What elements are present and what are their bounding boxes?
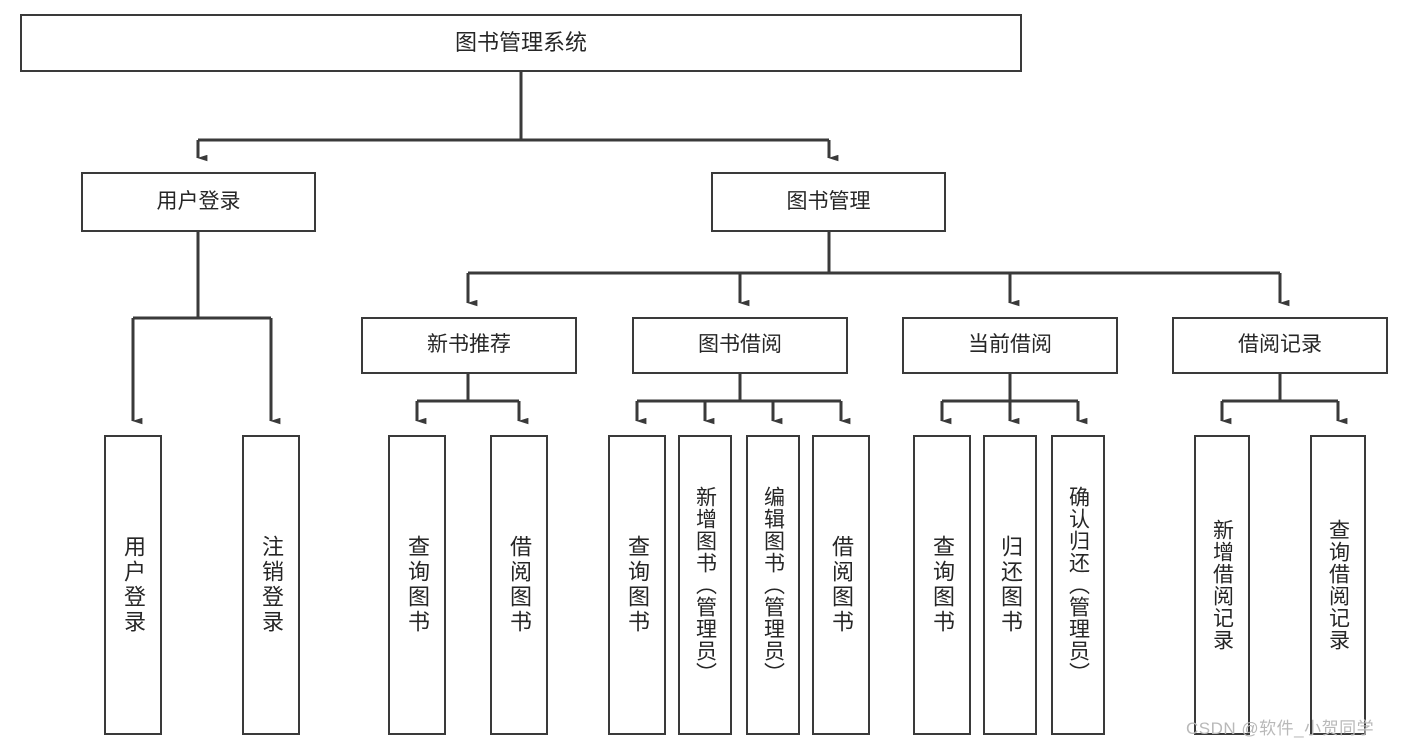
node-leaf-query-book-new[interactable]: 查询图书	[388, 435, 446, 735]
node-user-login[interactable]: 用户登录	[81, 172, 316, 232]
node-book-management[interactable]: 图书管理	[711, 172, 946, 232]
node-current-borrowing[interactable]: 当前借阅	[902, 317, 1118, 374]
node-leaf-add-borrow-record[interactable]: 新增借阅记录	[1194, 435, 1250, 735]
node-leaf-query-book-borrow[interactable]: 查询图书	[608, 435, 666, 735]
node-leaf-confirm-return-admin[interactable]: 确认归还（管理员）	[1051, 435, 1105, 735]
node-leaf-query-book-current[interactable]: 查询图书	[913, 435, 971, 735]
node-root-book-management-system[interactable]: 图书管理系统	[20, 14, 1022, 72]
node-leaf-logout[interactable]: 注销登录	[242, 435, 300, 735]
node-label: 借阅图书	[507, 535, 532, 635]
csdn-watermark: CSDN @软件_小贺同学	[1186, 719, 1375, 738]
node-book-borrowing[interactable]: 图书借阅	[632, 317, 848, 374]
node-borrowing-records[interactable]: 借阅记录	[1172, 317, 1388, 374]
node-leaf-return-book[interactable]: 归还图书	[983, 435, 1037, 735]
node-label: 新书推荐	[427, 333, 511, 357]
node-label: 新增图书（管理员）	[693, 486, 717, 684]
node-label: 查询图书	[405, 535, 430, 635]
node-label: 注销登录	[259, 535, 284, 635]
node-label: 归还图书	[998, 535, 1023, 635]
node-label: 当前借阅	[968, 333, 1052, 357]
node-leaf-query-borrow-record[interactable]: 查询借阅记录	[1310, 435, 1366, 735]
node-label: 借阅图书	[829, 535, 854, 635]
node-leaf-add-book-admin[interactable]: 新增图书（管理员）	[678, 435, 732, 735]
node-label: 图书管理	[786, 189, 871, 213]
node-label: 新增借阅记录	[1210, 519, 1234, 651]
node-label: 用户登录	[156, 189, 241, 213]
node-leaf-borrow-book-new[interactable]: 借阅图书	[490, 435, 548, 735]
node-leaf-borrow-book[interactable]: 借阅图书	[812, 435, 870, 735]
node-label: 查询借阅记录	[1326, 519, 1350, 651]
node-label: 查询图书	[930, 535, 955, 635]
node-new-book-recommendation[interactable]: 新书推荐	[361, 317, 577, 374]
node-label: 用户登录	[121, 535, 146, 635]
node-label: 确认归还（管理员）	[1066, 486, 1090, 684]
node-leaf-edit-book-admin[interactable]: 编辑图书（管理员）	[746, 435, 800, 735]
node-label: 借阅记录	[1238, 333, 1322, 357]
node-label: 编辑图书（管理员）	[761, 486, 785, 684]
node-label: 图书管理系统	[454, 30, 587, 56]
node-label: 图书借阅	[698, 333, 782, 357]
node-leaf-user-login[interactable]: 用户登录	[104, 435, 162, 735]
node-label: 查询图书	[625, 535, 650, 635]
